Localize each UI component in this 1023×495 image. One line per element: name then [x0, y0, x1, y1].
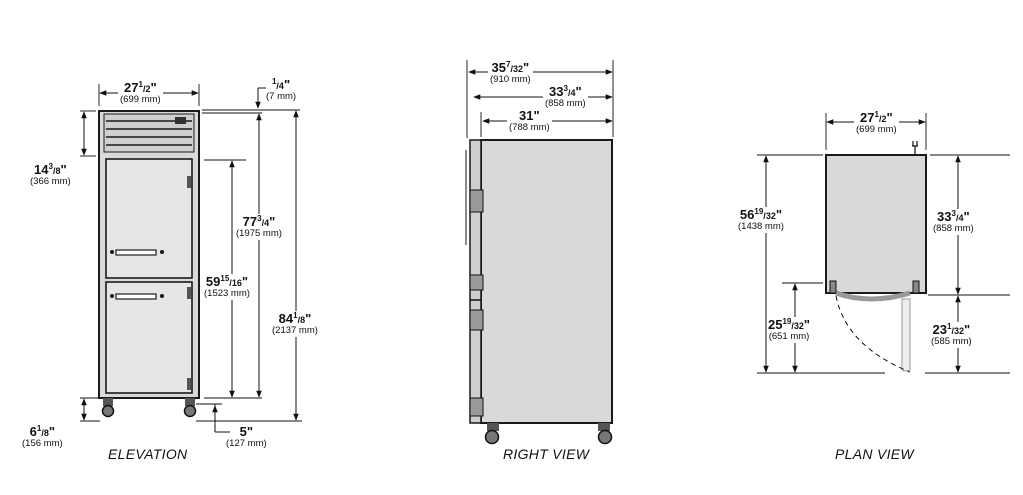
right-casters — [484, 423, 613, 445]
plan-view-title: PLAN VIEW — [835, 446, 914, 462]
dim-elev-door-height: 5915/16" (1523 mm) — [203, 274, 251, 300]
right-view — [465, 60, 614, 445]
dim-plan-width: 271/2" (699 mm) — [854, 110, 899, 135]
dim-plan-door-depth: 231/32" (585 mm) — [930, 322, 973, 348]
dim-elev-top-section: 143/8" (366 mm) — [30, 162, 71, 187]
dim-plan-total-depth: 5619/32" (1438 mm) — [737, 207, 785, 233]
dim-elev-top-offset: 1/4" (7 mm) — [266, 77, 297, 102]
dim-right-cabinet: 31" (788 mm) — [507, 108, 552, 133]
elevation-control-display — [175, 117, 186, 124]
elevation-title: ELEVATION — [108, 446, 188, 462]
dim-elev-width: 271/2" (699 mm) — [118, 80, 163, 105]
dim-elev-caster: 61/8" (156 mm) — [22, 424, 63, 449]
dim-plan-cabinet-depth: 333/4" (858 mm) — [932, 209, 975, 235]
right-cabinet — [480, 139, 613, 424]
elevation-view — [80, 84, 302, 433]
plan-door-swing-arc — [835, 295, 911, 373]
dim-plan-door-swing: 2519/32" (651 mm) — [767, 317, 812, 343]
dim-elev-body-height: 773/4" (1975 mm) — [235, 214, 283, 240]
elevation-upper-handle — [115, 249, 157, 256]
right-view-title: RIGHT VIEW — [503, 446, 590, 462]
dim-right-body: 333/4" (858 mm) — [543, 84, 588, 109]
plan-door-swing-open — [901, 298, 911, 372]
plan-door-outline — [835, 290, 911, 302]
elevation-lower-door — [105, 281, 193, 394]
elevation-lower-handle — [115, 293, 157, 300]
dim-elev-total-height: 841/8" (2137 mm) — [271, 311, 319, 337]
dim-elev-floor-gap: 5" (127 mm) — [226, 424, 267, 449]
plan-power-cord — [912, 141, 918, 155]
elevation-upper-door — [105, 158, 193, 279]
plan-cabinet — [825, 154, 927, 294]
dim-right-overall: 357/32" (910 mm) — [488, 60, 533, 85]
elevation-casters — [101, 398, 197, 418]
